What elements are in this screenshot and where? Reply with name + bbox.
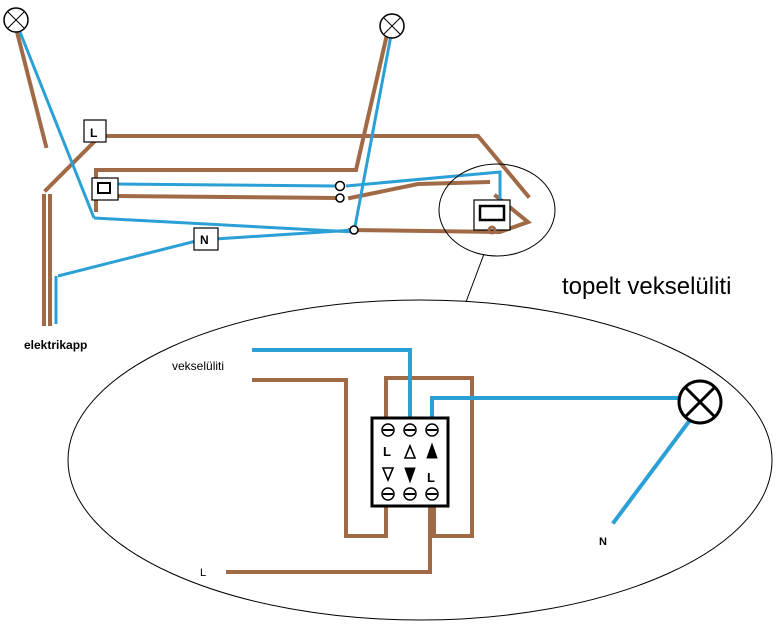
lamp1-brown-wire [13, 25, 49, 149]
terminal-top-middle-icon [403, 423, 417, 437]
detail-blue-wires [252, 348, 693, 525]
lamp-detail-icon [677, 379, 723, 425]
junction-3-icon [349, 225, 359, 235]
n-box-label: N [200, 233, 209, 247]
l-junction-box: L [83, 119, 107, 143]
to-double-switch-brown [347, 179, 491, 201]
vekselyliti-blue-wire [252, 348, 412, 422]
lamp-blue-wire [430, 396, 682, 418]
vekselyliti-label: vekselüliti [172, 359, 224, 373]
lamp-top-left-icon [3, 7, 29, 33]
terminal-l-top-label: L [383, 444, 391, 459]
arrow-down-filled-icon [404, 467, 416, 484]
arrow-up-filled-icon [426, 442, 438, 459]
double-switch-top-icon [473, 199, 511, 235]
zoom-connector-line [465, 253, 485, 303]
single-switch-icon [91, 177, 119, 201]
top-blue-wires [18, 29, 502, 324]
terminal-bottom-left-icon [381, 487, 395, 501]
lamp-top-middle-icon [379, 13, 405, 39]
n-blue-wire [611, 417, 693, 525]
loop-brown-wire [384, 376, 474, 538]
l-line-label: L [200, 567, 206, 579]
switch-blue-wire [117, 182, 337, 188]
terminal-l-bottom-label: L [427, 470, 435, 485]
elektrikapp-label: elektrikapp [24, 338, 87, 352]
terminal-top-left-icon [381, 423, 395, 437]
arrow-down-hollow-icon [381, 467, 395, 483]
terminal-bottom-middle-icon [403, 487, 417, 501]
n-junction-box: N [193, 227, 219, 251]
n-line-label: N [599, 536, 607, 548]
zoom-circle [438, 163, 556, 257]
double-switch-return-brown [347, 193, 533, 235]
junction-1-icon [334, 180, 346, 192]
l-box-label: L [90, 126, 97, 140]
arrow-up-hollow-icon [403, 443, 417, 459]
lamp2-blue-wire [352, 29, 394, 233]
to-double-switch-blue [345, 170, 502, 200]
switch-brown-wire [115, 193, 339, 201]
blue-cross-wire [93, 216, 355, 234]
junction-2-icon [335, 193, 345, 203]
l-feed-brown-wire [226, 504, 432, 574]
lamp1-blue-wire [18, 31, 96, 219]
detail-ellipse [67, 299, 773, 621]
double-switch-detail: L L [370, 416, 450, 508]
diagram-title: topelt vekselüliti [562, 273, 731, 300]
vekselyliti-brown-wire [252, 378, 388, 538]
detail-brown-wires [226, 376, 474, 574]
terminal-bottom-right-icon [425, 487, 439, 501]
terminal-top-right-icon [425, 423, 439, 437]
